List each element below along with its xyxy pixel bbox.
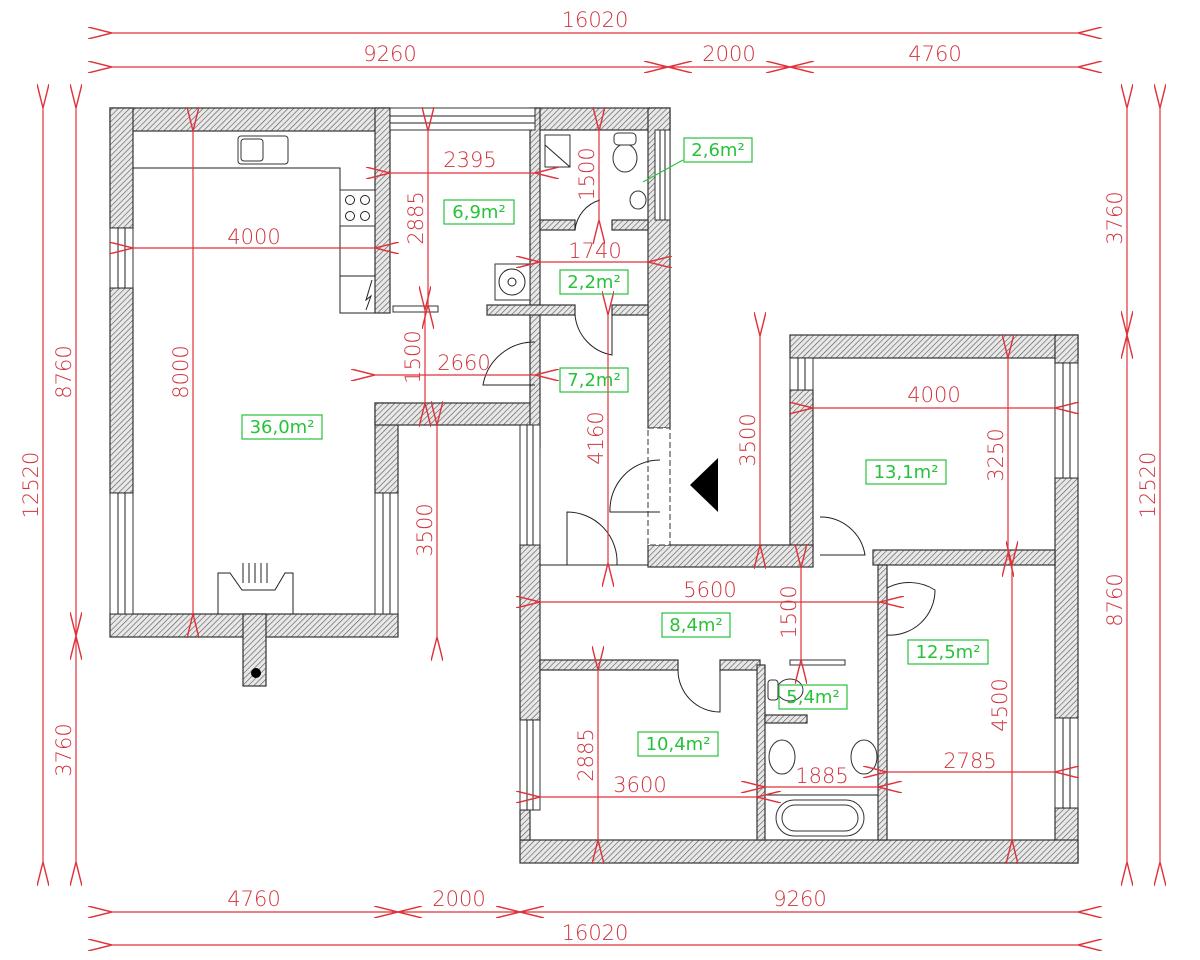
svg-text:4500: 4500	[988, 678, 1012, 731]
washing-machine-icon	[494, 263, 531, 301]
svg-text:2885: 2885	[574, 728, 598, 781]
svg-text:3250: 3250	[984, 428, 1008, 481]
svg-text:2885: 2885	[404, 191, 428, 244]
svg-text:9260: 9260	[773, 887, 826, 911]
entrance-arrow-icon	[690, 458, 718, 512]
svg-text:3500: 3500	[736, 413, 760, 466]
svg-text:1500: 1500	[575, 147, 599, 200]
svg-text:4160: 4160	[584, 411, 608, 464]
svg-text:16020: 16020	[562, 921, 629, 945]
svg-text:2660: 2660	[437, 351, 490, 375]
svg-text:4760: 4760	[908, 42, 961, 66]
toilet-icon	[612, 143, 638, 173]
area-labels: 36,0m² 6,9m² 2,6m² 2,2m² 7,2m² 13,1m² 8,…	[241, 137, 989, 757]
area-label-hall: 7,2m²	[567, 370, 620, 391]
dimension-top-segments: 9260 2000 4760	[112, 42, 1078, 67]
svg-text:8760: 8760	[1103, 573, 1127, 626]
svg-text:2000: 2000	[702, 42, 755, 66]
svg-text:2785: 2785	[943, 749, 996, 773]
area-label-corridor: 8,4m²	[669, 615, 722, 636]
area-label-utility: 6,9m²	[452, 202, 505, 223]
dimension-top-total: 16020	[112, 8, 1078, 33]
area-label-bathroom: 5,4m²	[786, 687, 839, 708]
svg-text:9260: 9260	[363, 42, 416, 66]
svg-text:1740: 1740	[568, 239, 621, 263]
svg-text:4000: 4000	[227, 225, 280, 249]
dimension-left: 12520 8760 3760	[19, 108, 76, 862]
svg-text:2395: 2395	[443, 148, 496, 172]
area-label-bedroom-2: 12,5m²	[916, 642, 981, 663]
svg-text:1885: 1885	[795, 764, 848, 788]
washbasin-icon	[768, 739, 796, 775]
svg-text:8760: 8760	[52, 345, 76, 398]
svg-text:16020: 16020	[562, 8, 629, 32]
svg-text:12520: 12520	[19, 452, 43, 519]
svg-text:3760: 3760	[1103, 191, 1127, 244]
svg-text:4000: 4000	[907, 383, 960, 407]
svg-text:3500: 3500	[413, 503, 437, 556]
dimension-bottom-segments: 4760 2000 9260	[112, 887, 1078, 912]
washbasin-icon	[850, 739, 878, 775]
svg-text:1500: 1500	[777, 585, 801, 638]
room-dimensions: 4000 8000 2395 2885 1500 1740 1500 2660 …	[133, 131, 1055, 840]
doors	[392, 199, 936, 713]
area-label-living: 36,0m²	[250, 417, 315, 438]
chimney-flue-icon	[251, 668, 261, 678]
svg-text:1500: 1500	[401, 330, 425, 383]
windows	[109, 107, 1079, 811]
area-label-vestibule: 2,2m²	[567, 272, 620, 293]
dimension-bottom-total: 16020	[112, 921, 1078, 945]
area-label-bedroom-1: 13,1m²	[874, 462, 939, 483]
dimension-right: 3760 8760 12520	[1103, 108, 1160, 862]
svg-text:2000: 2000	[432, 887, 485, 911]
area-label-bedroom-3: 10,4m²	[646, 734, 711, 755]
fixtures	[133, 132, 878, 837]
svg-text:8000: 8000	[169, 345, 193, 398]
svg-text:4760: 4760	[227, 887, 280, 911]
svg-text:3760: 3760	[52, 723, 76, 776]
svg-text:5600: 5600	[683, 578, 736, 602]
svg-text:3600: 3600	[613, 773, 666, 797]
stove-icon	[339, 189, 376, 227]
svg-text:12520: 12520	[1136, 452, 1160, 519]
area-label-wc-top: 2,6m²	[691, 140, 744, 161]
